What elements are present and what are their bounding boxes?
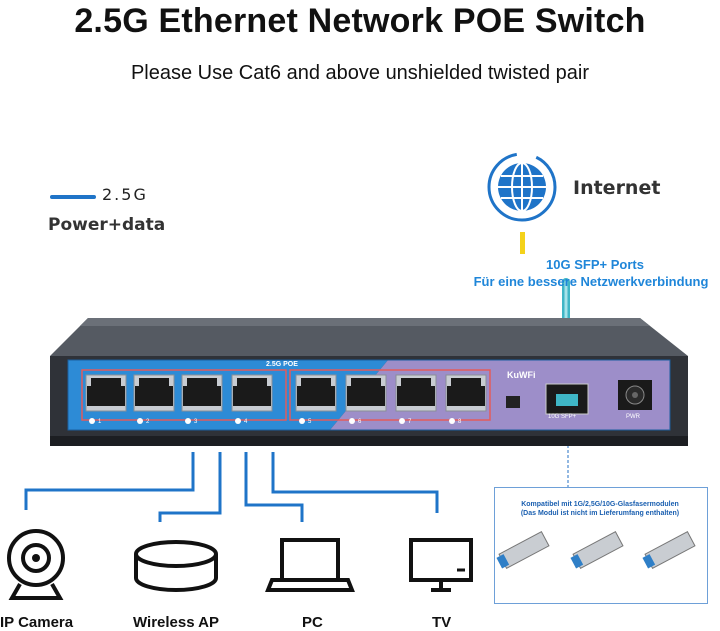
ip-camera-icon bbox=[7, 529, 65, 600]
ethernet-port-7[interactable]: 7 bbox=[395, 374, 437, 425]
port-number: 7 bbox=[408, 419, 412, 425]
tv-icon bbox=[409, 538, 473, 592]
ethernet-port-3[interactable]: 3 bbox=[181, 374, 223, 425]
sfp-module-icon bbox=[570, 530, 624, 570]
page-subtitle: Please Use Cat6 and above unshielded twi… bbox=[130, 62, 590, 84]
port-number: 6 bbox=[358, 419, 362, 425]
ethernet-port-4[interactable]: 4 bbox=[231, 374, 273, 425]
sfp-subtitle: Für eine bessere Netzwerkverbindung bbox=[473, 274, 709, 289]
compat-text: Kompatibel mit 1G/2,5G/10G-Glasfasermodu… bbox=[499, 500, 701, 518]
device-label-pc: PC bbox=[302, 614, 323, 631]
device-label-tv: TV bbox=[432, 614, 452, 631]
device-label-wireless-ap: Wireless AP bbox=[133, 614, 220, 631]
compat-line-2: (Das Modul ist nicht im Lieferumfang ent… bbox=[520, 510, 680, 517]
port-number: 3 bbox=[194, 419, 198, 425]
sfp-title: 10G SFP+ Ports bbox=[546, 257, 644, 272]
brand-logo: KuWFi bbox=[507, 370, 536, 380]
ethernet-port-1[interactable]: 1 bbox=[85, 374, 127, 425]
port-number: 4 bbox=[244, 419, 248, 425]
legend-speed: 2.5G bbox=[102, 185, 148, 204]
internet-label: Internet bbox=[573, 177, 661, 199]
page-title: 2.5G Ethernet Network POE Switch bbox=[74, 2, 646, 40]
legend-type: Power+data bbox=[48, 215, 166, 235]
ethernet-port-2[interactable]: 2 bbox=[133, 374, 175, 425]
internet-link bbox=[520, 232, 525, 254]
globe-icon bbox=[487, 152, 557, 222]
sfp-module-icon bbox=[496, 530, 550, 570]
laptop-icon bbox=[265, 538, 355, 592]
compat-line-1: Kompatibel mit 1G/2,5G/10G-Glasfasermodu… bbox=[521, 501, 679, 508]
device-label-ip-camera: IP Camera bbox=[0, 614, 74, 631]
port-number: 8 bbox=[458, 419, 462, 425]
ethernet-port-8[interactable]: 8 bbox=[445, 374, 487, 425]
legend-line bbox=[50, 195, 96, 199]
pwr-label: PWR bbox=[626, 414, 640, 420]
sfp-port-label: 10G SFP+ bbox=[548, 414, 577, 420]
port-number: 5 bbox=[308, 419, 312, 425]
ethernet-port-5[interactable]: 5 bbox=[295, 374, 337, 425]
port-number: 2 bbox=[146, 419, 150, 425]
poe-label: 2.5G POE bbox=[266, 361, 298, 368]
port-number: 1 bbox=[98, 419, 102, 425]
device-wires bbox=[24, 452, 439, 522]
wireless-ap-icon bbox=[134, 540, 218, 592]
sfp-module-icon bbox=[642, 530, 696, 570]
ethernet-port-6[interactable]: 6 bbox=[345, 374, 387, 425]
ethernet-ports: 1 2 3 4 5 6 7 8 bbox=[85, 374, 487, 425]
dip-switch[interactable] bbox=[506, 396, 520, 408]
power-jack[interactable] bbox=[618, 380, 652, 410]
sfp-modules bbox=[496, 530, 696, 570]
